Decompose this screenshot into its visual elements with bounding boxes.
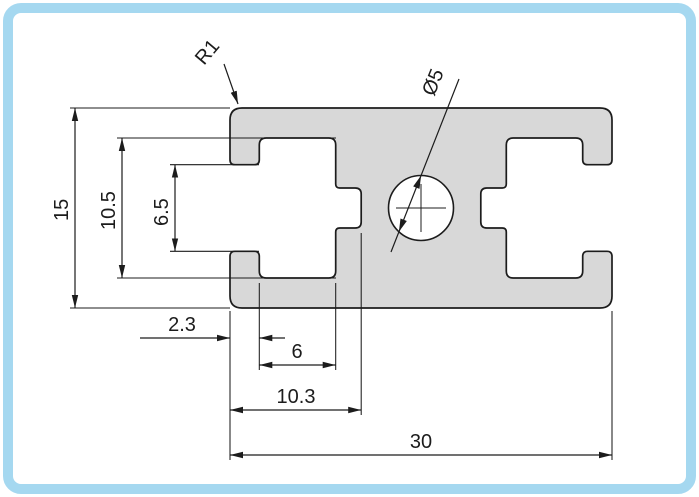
extension-lines	[70, 107, 613, 460]
dim-label-cavity-width: 6	[291, 341, 302, 363]
dimension-cavity-height: 10.5	[98, 138, 126, 278]
dim-label-width: 30	[410, 431, 432, 453]
dim-label-height: 15	[51, 199, 73, 221]
dim-label-slot-opening: 6.5	[151, 198, 173, 226]
dimension-slot-opening-height: 6.5	[151, 164, 179, 252]
dimension-overall-width: 30	[230, 431, 612, 459]
dimension-wall-thickness: 2.3	[140, 314, 285, 342]
dim-label-cavity-height: 10.5	[98, 191, 120, 230]
centerline-marks	[396, 184, 446, 232]
callout-label-diameter: Ø5	[418, 66, 448, 99]
dim-label-wall-thickness: 2.3	[168, 314, 196, 336]
callout-label-radius: R1	[191, 35, 224, 69]
dimension-overall-height: 15	[51, 108, 79, 308]
dimension-cavity-width: 6	[259, 341, 336, 369]
dim-label-slot-depth: 10.3	[277, 386, 316, 408]
dimension-slot-depth: 10.3	[230, 386, 362, 414]
callout-corner-radius: R1	[191, 35, 239, 105]
